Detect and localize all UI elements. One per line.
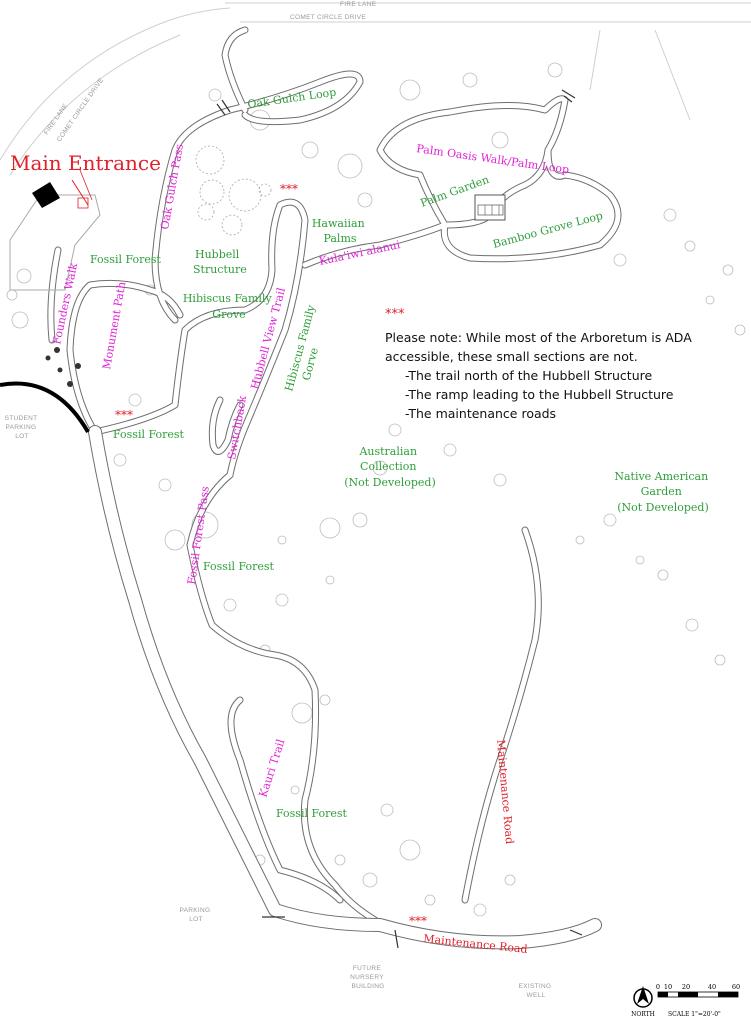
note-item: -The ramp leading to the Hubbell Structu… bbox=[405, 387, 674, 402]
hubbell-line-2: Structure bbox=[193, 263, 247, 276]
area-hibiscus-grove: Hibiscus Family Grove bbox=[183, 292, 275, 321]
scale-bar: 0 10 20 40 60 SCALE 1"=20'-0" bbox=[656, 983, 740, 1018]
north-arrow: NORTH bbox=[631, 986, 655, 1018]
australian-line-2: Collection bbox=[360, 460, 416, 473]
star-marker-entrance: *** bbox=[115, 408, 133, 422]
hawaiian-line-1: Hawaiian bbox=[312, 217, 365, 230]
star-marker-maintenance: *** bbox=[409, 914, 427, 928]
hubbell-line-1: Hubbell bbox=[195, 248, 240, 261]
student-parking-line-2: PARKING bbox=[6, 424, 37, 431]
trail-network-inner bbox=[48, 27, 621, 923]
future-nursery-line-2: NURSERY bbox=[350, 974, 384, 981]
area-hawaiian-palms: Hawaiian Palms bbox=[312, 217, 368, 245]
future-nursery-label: FUTURE NURSERY BUILDING bbox=[350, 965, 386, 990]
existing-well-line-2: WELL bbox=[527, 992, 546, 999]
scale-tick-0: 0 bbox=[656, 983, 660, 991]
note-intro: Please note: While most of the Arboretum… bbox=[385, 330, 692, 364]
existing-well-label: EXISTING WELL bbox=[519, 983, 554, 999]
note-stars: *** bbox=[385, 307, 405, 322]
student-parking-curve bbox=[0, 381, 90, 434]
student-parking-label: STUDENT PARKING LOT bbox=[5, 415, 40, 440]
main-entrance-label: Main Entrance bbox=[10, 151, 161, 175]
entrance-fixtures bbox=[45, 347, 81, 387]
note-item: -The trail north of the Hubbell Structur… bbox=[405, 368, 653, 383]
parking-lot-label: PARKING LOT bbox=[180, 907, 213, 923]
trail-kauri: Kauri Trail bbox=[256, 737, 287, 799]
tree-symbols bbox=[6, 62, 746, 917]
entrance-building bbox=[9, 169, 101, 291]
area-fossil-forest-4: Fossil Forest bbox=[276, 807, 348, 820]
australian-line-1: Australian bbox=[358, 445, 417, 458]
area-bamboo-grove-loop: Bamboo Grove Loop bbox=[491, 209, 604, 251]
hibiscus-grove-line-1: Hibiscus Family bbox=[183, 292, 273, 305]
student-parking-line-1: STUDENT bbox=[5, 415, 38, 422]
parking-lot-line-1: PARKING bbox=[180, 907, 211, 914]
ada-note: *** Please note: While most of the Arbor… bbox=[385, 305, 715, 423]
area-fossil-forest-1: Fossil Forest bbox=[90, 253, 162, 266]
scale-tick-60: 60 bbox=[732, 983, 740, 991]
main-road bbox=[88, 425, 602, 950]
area-fossil-forest-3: Fossil Forest bbox=[203, 560, 275, 573]
fire-lane-label: FIRE LANE bbox=[340, 1, 377, 8]
comet-circle-drive-label: COMET CIRCLE DRIVE bbox=[290, 14, 366, 21]
palm-garden-structure bbox=[474, 194, 506, 221]
note-item: -The maintenance roads bbox=[405, 406, 557, 421]
native-line-3: (Not Developed) bbox=[617, 501, 709, 514]
hawaiian-line-2: Palms bbox=[323, 232, 356, 245]
parking-lot-line-2: LOT bbox=[189, 916, 203, 923]
area-australian-collection: Australian Collection (Not Developed) bbox=[344, 445, 436, 489]
north-label: NORTH bbox=[631, 1011, 655, 1018]
gate-markers bbox=[216, 89, 583, 949]
area-fossil-forest-2: Fossil Forest bbox=[113, 428, 185, 441]
existing-well-line-1: EXISTING bbox=[519, 983, 552, 990]
area-hubbell-structure: Hubbell Structure bbox=[193, 248, 247, 276]
native-line-2: Garden bbox=[641, 485, 682, 498]
scale-tick-20: 20 bbox=[682, 983, 690, 991]
future-nursery-line-1: FUTURE bbox=[353, 965, 382, 972]
australian-line-3: (Not Developed) bbox=[344, 476, 436, 489]
hibiscus-grove-line-2: Grove bbox=[212, 308, 245, 321]
native-line-1: Native American bbox=[614, 470, 708, 483]
road-maintenance-vertical: Maintenance Road bbox=[494, 739, 516, 845]
trail-monument-path: Monument Path bbox=[100, 281, 128, 371]
area-native-american-garden: Native American Garden (Not Developed) bbox=[614, 470, 711, 514]
scale-text: SCALE 1"=20'-0" bbox=[668, 1011, 721, 1018]
scale-tick-40: 40 bbox=[708, 983, 716, 991]
scale-tick-10: 10 bbox=[664, 983, 672, 991]
star-marker-hubbell: *** bbox=[280, 182, 298, 196]
gravel-clusters bbox=[195, 145, 272, 236]
student-parking-line-3: LOT bbox=[15, 433, 29, 440]
top-roads bbox=[0, 2, 751, 176]
future-nursery-line-3: BUILDING bbox=[351, 983, 384, 990]
